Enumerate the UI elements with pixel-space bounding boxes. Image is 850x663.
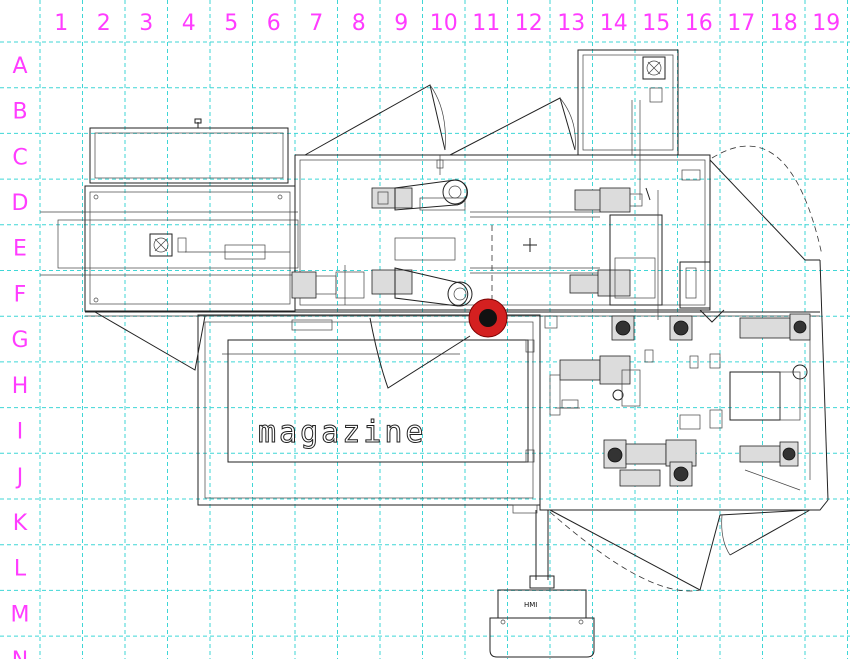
column-label-15: 15 <box>642 11 670 36</box>
position-marker-center <box>479 309 497 327</box>
hmi-label: HMI <box>524 601 537 609</box>
left-drive-motor <box>291 271 317 299</box>
lower-left-motor <box>371 269 413 295</box>
main-frame <box>294 154 711 311</box>
column-label-6: 6 <box>267 11 281 36</box>
bottom-door-right <box>719 509 811 556</box>
row-label-J: J <box>15 465 24 490</box>
column-label-18: 18 <box>770 11 798 36</box>
column-label-8: 8 <box>352 11 366 36</box>
guard-door-2 <box>449 97 576 156</box>
row-label-D: D <box>12 191 29 216</box>
hmi-panel <box>497 589 587 619</box>
column-label-17: 17 <box>727 11 755 36</box>
row-label-M: M <box>11 602 30 627</box>
column-label-13: 13 <box>557 11 585 36</box>
column-label-1: 1 <box>54 11 68 36</box>
magazine-door <box>369 317 471 389</box>
machine-outline: magazine <box>40 49 829 658</box>
magazine-label: magazine <box>258 415 427 450</box>
column-label-7: 7 <box>309 11 323 36</box>
fan-icon <box>149 233 173 257</box>
column-label-10: 10 <box>430 11 458 36</box>
column-label-14: 14 <box>600 11 628 36</box>
right-column-block <box>609 214 663 306</box>
column-label-9: 9 <box>394 11 408 36</box>
lower-right-motor-2 <box>739 445 781 463</box>
control-box <box>729 371 781 421</box>
row-label-L: L <box>14 557 27 582</box>
row-label-B: B <box>12 100 27 125</box>
guard-door-1 <box>304 84 446 156</box>
gear-motor-3 <box>739 317 791 339</box>
magazine-frame <box>197 314 541 506</box>
column-label-3: 3 <box>139 11 153 36</box>
lower-right-motor <box>597 269 631 297</box>
cabinet-fan-icon <box>642 56 666 80</box>
magazine-bay <box>227 339 529 463</box>
right-upper-door <box>709 159 820 261</box>
row-label-K: K <box>13 511 28 536</box>
column-label-19: 19 <box>812 11 840 36</box>
column-label-12: 12 <box>515 11 543 36</box>
column-label-11: 11 <box>472 11 500 36</box>
upper-right-motor <box>599 187 631 213</box>
column-label-5: 5 <box>224 11 238 36</box>
top-cabinet <box>577 49 679 156</box>
upper-left-housing <box>89 127 289 184</box>
hmi-base <box>489 617 595 658</box>
row-label-I: I <box>17 419 24 444</box>
upper-left-motor <box>371 187 413 209</box>
row-label-F: F <box>14 282 27 307</box>
column-label-2: 2 <box>97 11 111 36</box>
row-label-G: G <box>11 328 28 353</box>
lower-left-door <box>94 311 206 371</box>
column-label-16: 16 <box>685 11 713 36</box>
row-label-N: N <box>12 648 28 659</box>
row-label-E: E <box>13 237 27 262</box>
row-label-C: C <box>12 145 27 170</box>
column-label-4: 4 <box>182 11 196 36</box>
left-conveyor-frame <box>84 185 296 312</box>
row-label-A: A <box>12 54 27 79</box>
lower-motor-1 <box>559 359 601 381</box>
row-label-H: H <box>12 374 29 399</box>
position-marker[interactable] <box>468 298 508 338</box>
